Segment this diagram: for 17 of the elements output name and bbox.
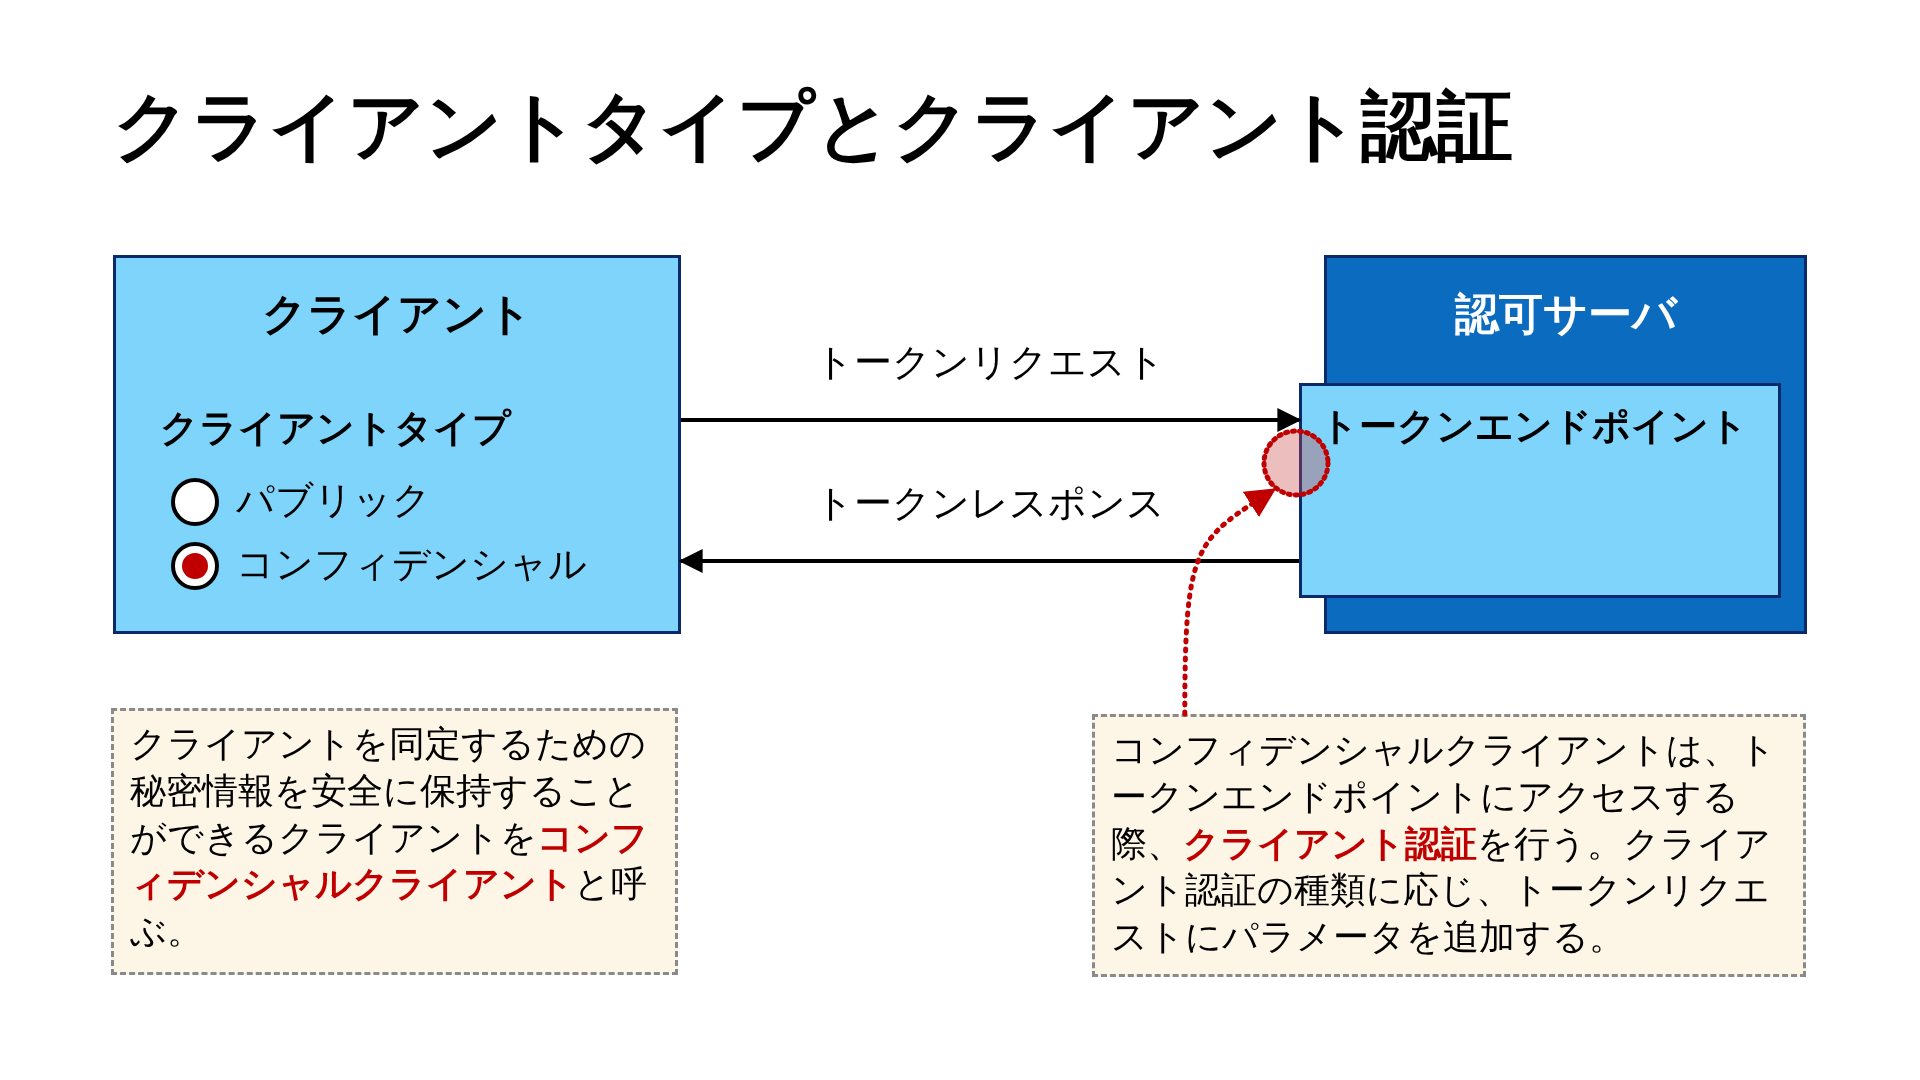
note-text: クライアントを同定するための秘密情報を安全に保持することができるクライアントをコンフィデンシャルクライアントと呼ぶ。 [130,722,649,954]
option-label: コンフィデンシャル [236,542,587,588]
note-box [1092,714,1806,977]
arrow [681,408,1302,432]
title: クライアントタイプとクライアント認証 [113,80,1513,172]
box-title: 認可サーバ [1453,288,1679,341]
section-heading: クライアントタイプ [160,406,511,452]
note-text: コンフィデンシャルクライアントは、トークンエンドポイントにアクセスする際、クライアント認証を行う。クライアント認証の種類に応じ、トークンリクエストにパラメータを追加する。 [1111,728,1777,960]
box-title: クライアント [261,288,533,341]
highlight-circle [1261,428,1331,498]
note-box [111,708,678,975]
arrow [678,549,1299,573]
client-box [113,255,681,634]
endpoint-box [1299,383,1781,598]
option-label: パブリック [236,478,431,524]
arrow [1182,487,1277,717]
box-title: トークンエンドポイント [1320,404,1748,450]
